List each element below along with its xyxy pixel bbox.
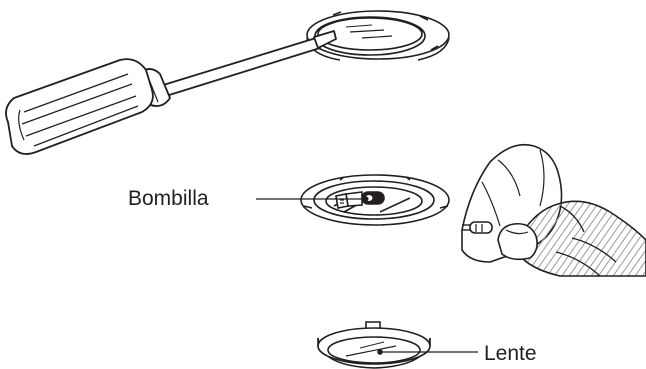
- bulb-socket-icon: [301, 175, 449, 225]
- bulb-leader-dot: [364, 197, 369, 202]
- lens-icon: [318, 322, 430, 368]
- bulb-label: Bombilla: [128, 188, 209, 209]
- screwdriver-icon: [6, 31, 336, 154]
- lens-label: Lente: [484, 343, 537, 364]
- gloved-hand-icon: [462, 145, 646, 276]
